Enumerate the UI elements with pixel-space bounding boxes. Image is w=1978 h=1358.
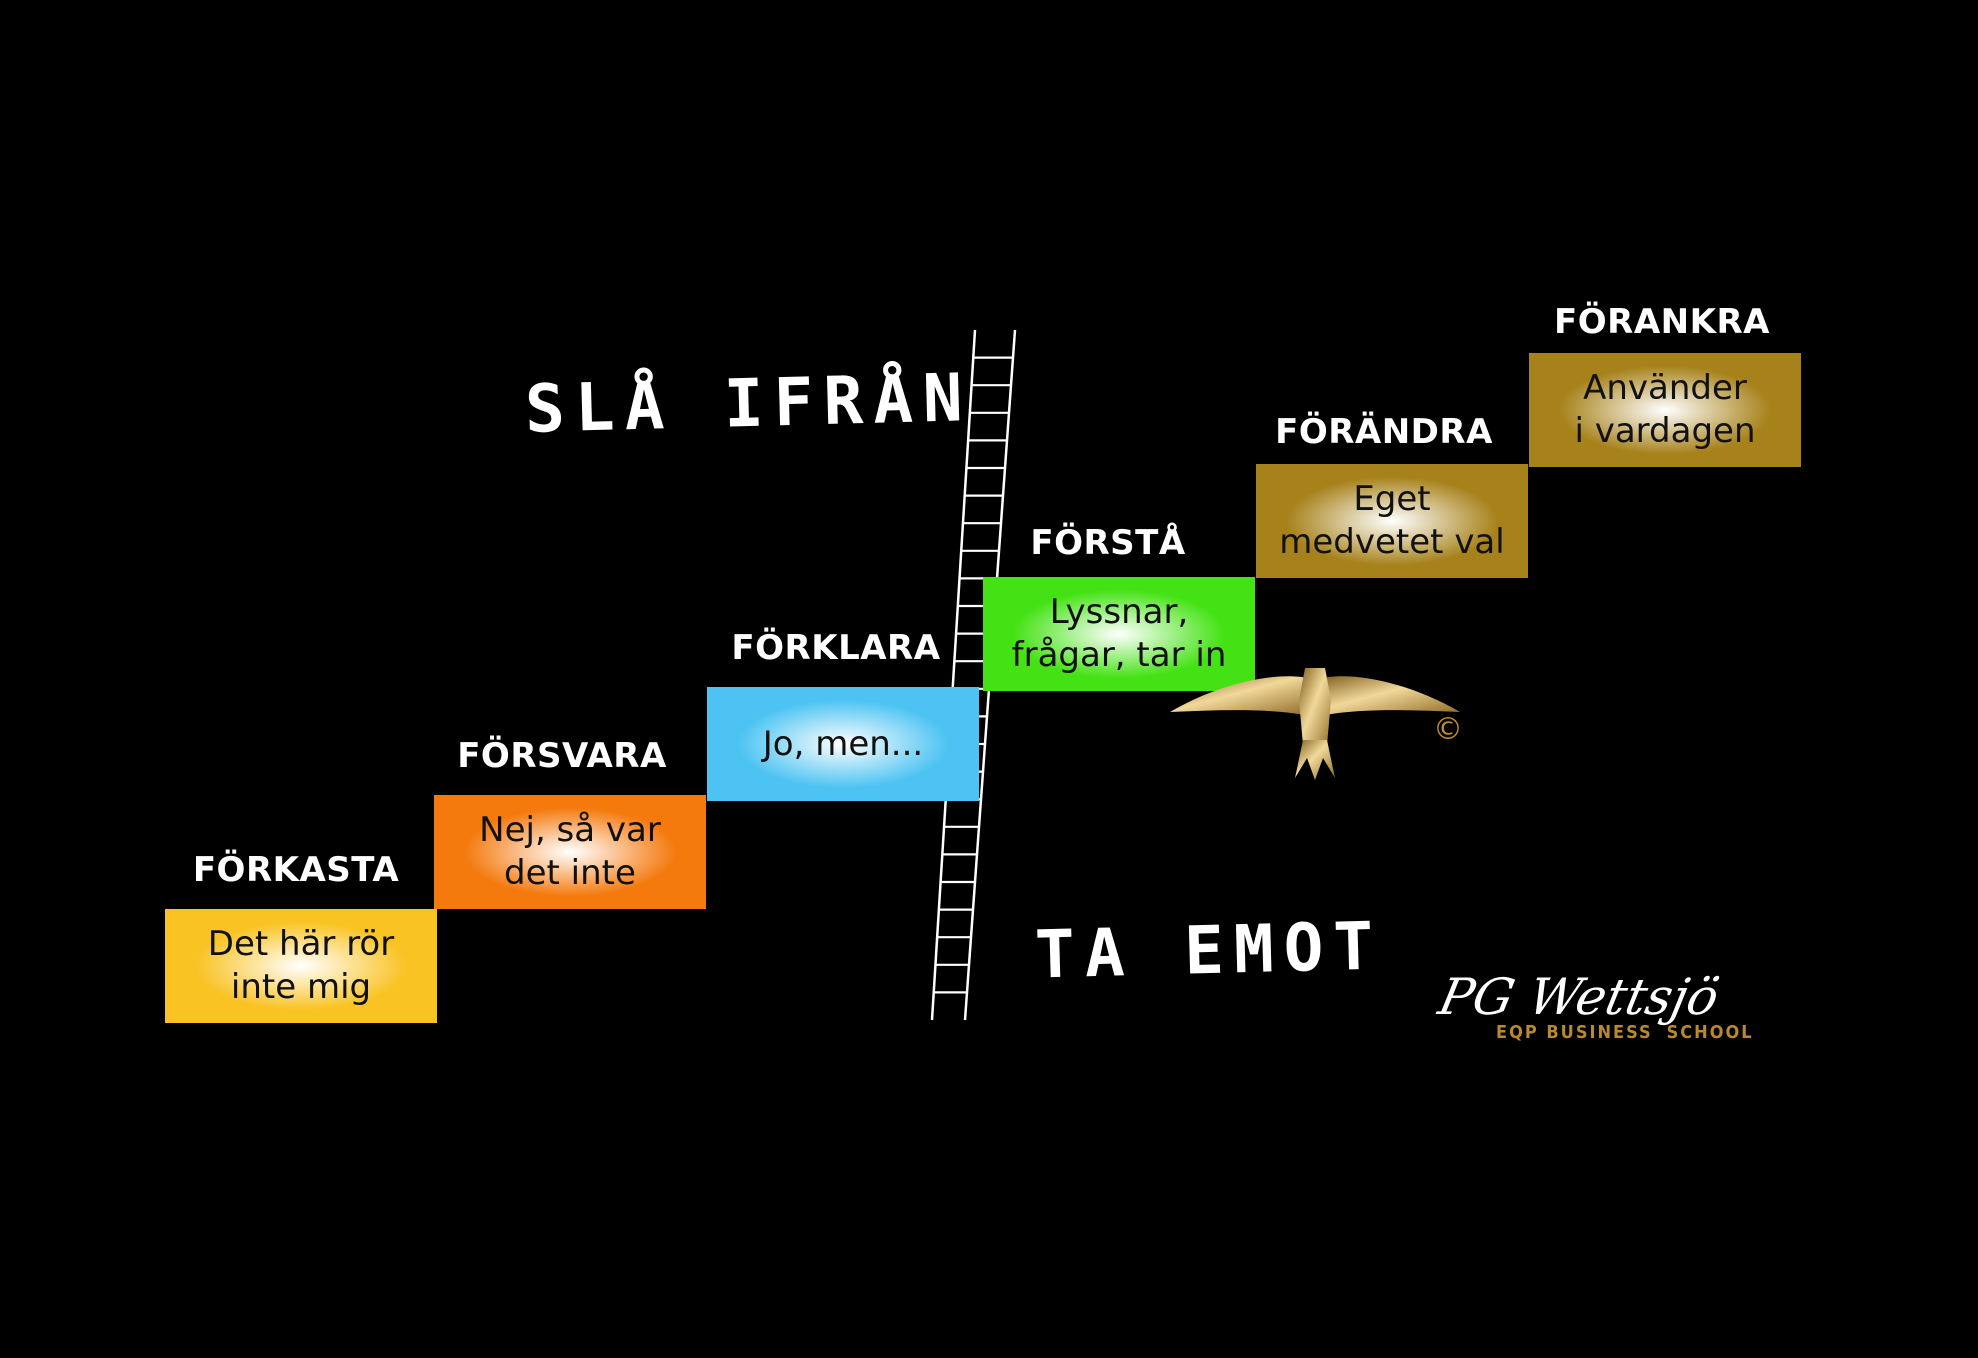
business-school-label: EQP BUSINESS SCHOOL [1496,1022,1754,1043]
step-title-forsvara: FÖRSVARA [457,736,667,776]
step-text-line: Det här rör [207,924,395,964]
zone-label-accept: TA EMOT [1034,907,1385,994]
step-title-forklara: FÖRKLARA [731,628,941,668]
step-text-line: Använder [1583,368,1747,408]
step-title-forandra: FÖRÄNDRA [1275,412,1493,452]
zone-label-reject: SLÅ IFRÅN [524,359,974,448]
step-title-forankra: FÖRANKRA [1554,302,1770,342]
copyright-symbol: © [1433,712,1463,747]
step-text-line: i vardagen [1574,411,1756,451]
step-box-forankra: Använder i vardagen [1529,353,1801,467]
step-box-forandra: Eget medvetet val [1256,464,1528,578]
step-text-line: Nej, så var [479,810,661,850]
business-school-right: SCHOOL [1666,1022,1754,1043]
step-text-line: Eget [1353,479,1431,519]
step-text-line: Jo, men... [762,723,924,764]
step-title-forsta: FÖRSTÅ [1030,523,1186,563]
ladder-rail [930,329,977,1021]
step-text-line: frågar, tar in [1011,635,1227,675]
eagle-logo-icon: © [1170,668,1463,780]
step-text-line: det inte [504,853,636,893]
business-school-left: EQP BUSINESS [1496,1022,1653,1043]
step-title-forkasta: FÖRKASTA [192,850,400,890]
step-box-forkasta: Det här rör inte mig [165,909,437,1023]
step-text-line: medvetet val [1279,522,1505,562]
step-box-forsvara: Nej, så var det inte [434,795,706,909]
step-box-forklara: Jo, men... [707,687,979,801]
step-text-line: inte mig [230,967,372,1007]
step-text-line: Lyssnar, [1049,592,1189,632]
step-box-forsta: Lyssnar, frågar, tar in [983,577,1255,691]
signature-logo: PG Wettsjö [1433,968,1725,1026]
